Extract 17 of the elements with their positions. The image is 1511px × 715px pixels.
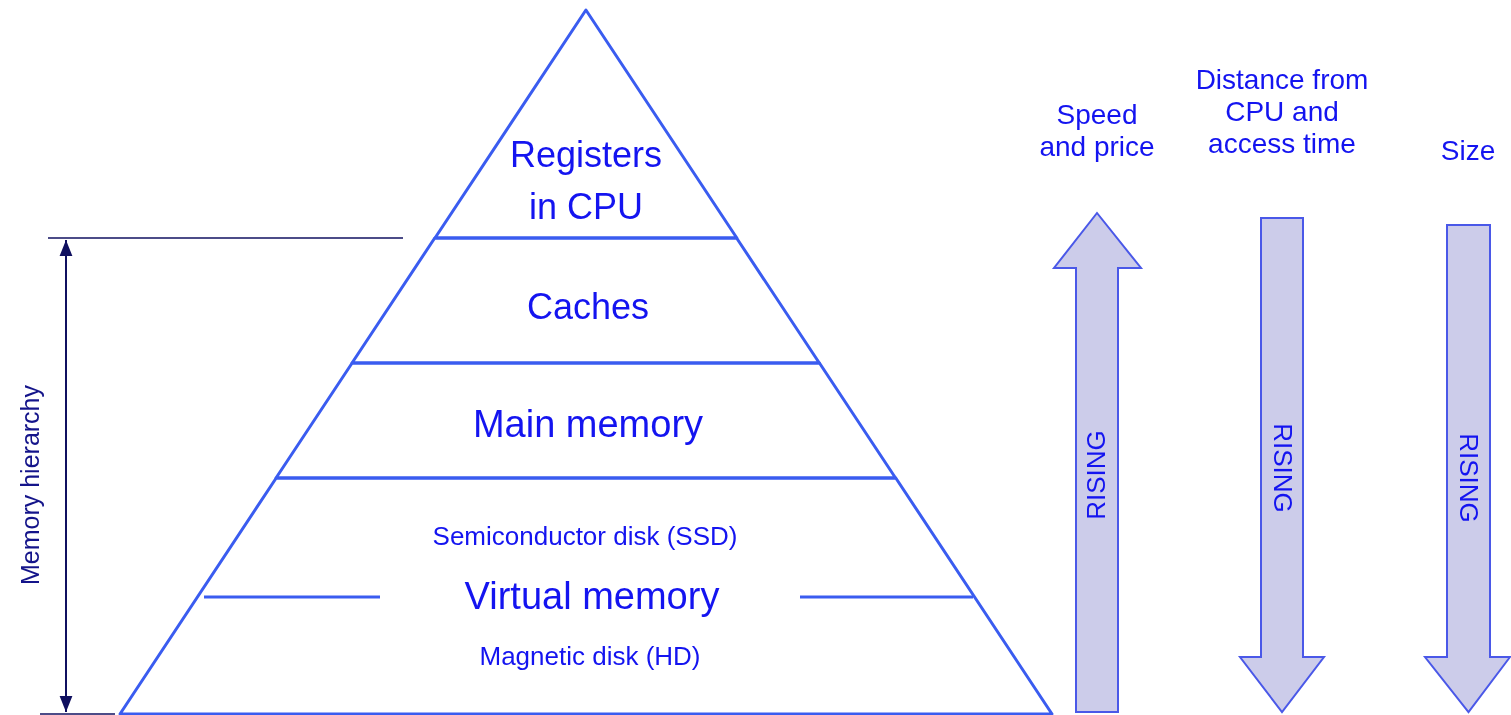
arrow-label: RISING <box>1453 433 1483 523</box>
arrow-heading: Distance from CPU and access time <box>1194 63 1370 161</box>
pyramid-tier <box>276 363 896 478</box>
tier-label: Virtual memory <box>464 575 720 619</box>
pyramid-tier <box>120 478 1052 714</box>
arrow-label: RISING <box>1082 430 1112 520</box>
pyramid-tier <box>352 238 820 363</box>
tier-label: Semiconductor disk (SSD) <box>432 522 738 552</box>
tier-label: Registers in CPU <box>508 132 663 229</box>
pyramid-tier <box>435 10 737 238</box>
arrow-heading: Size <box>1440 134 1496 168</box>
arrow-heading: Speed and price <box>1038 98 1156 164</box>
arrow-label: RISING <box>1267 423 1297 513</box>
tier-label: Main memory <box>472 403 704 447</box>
tier-label: Magnetic disk (HD) <box>479 642 701 672</box>
axis-label: Memory hierarchy <box>15 384 45 586</box>
tier-label: Caches <box>526 286 649 328</box>
